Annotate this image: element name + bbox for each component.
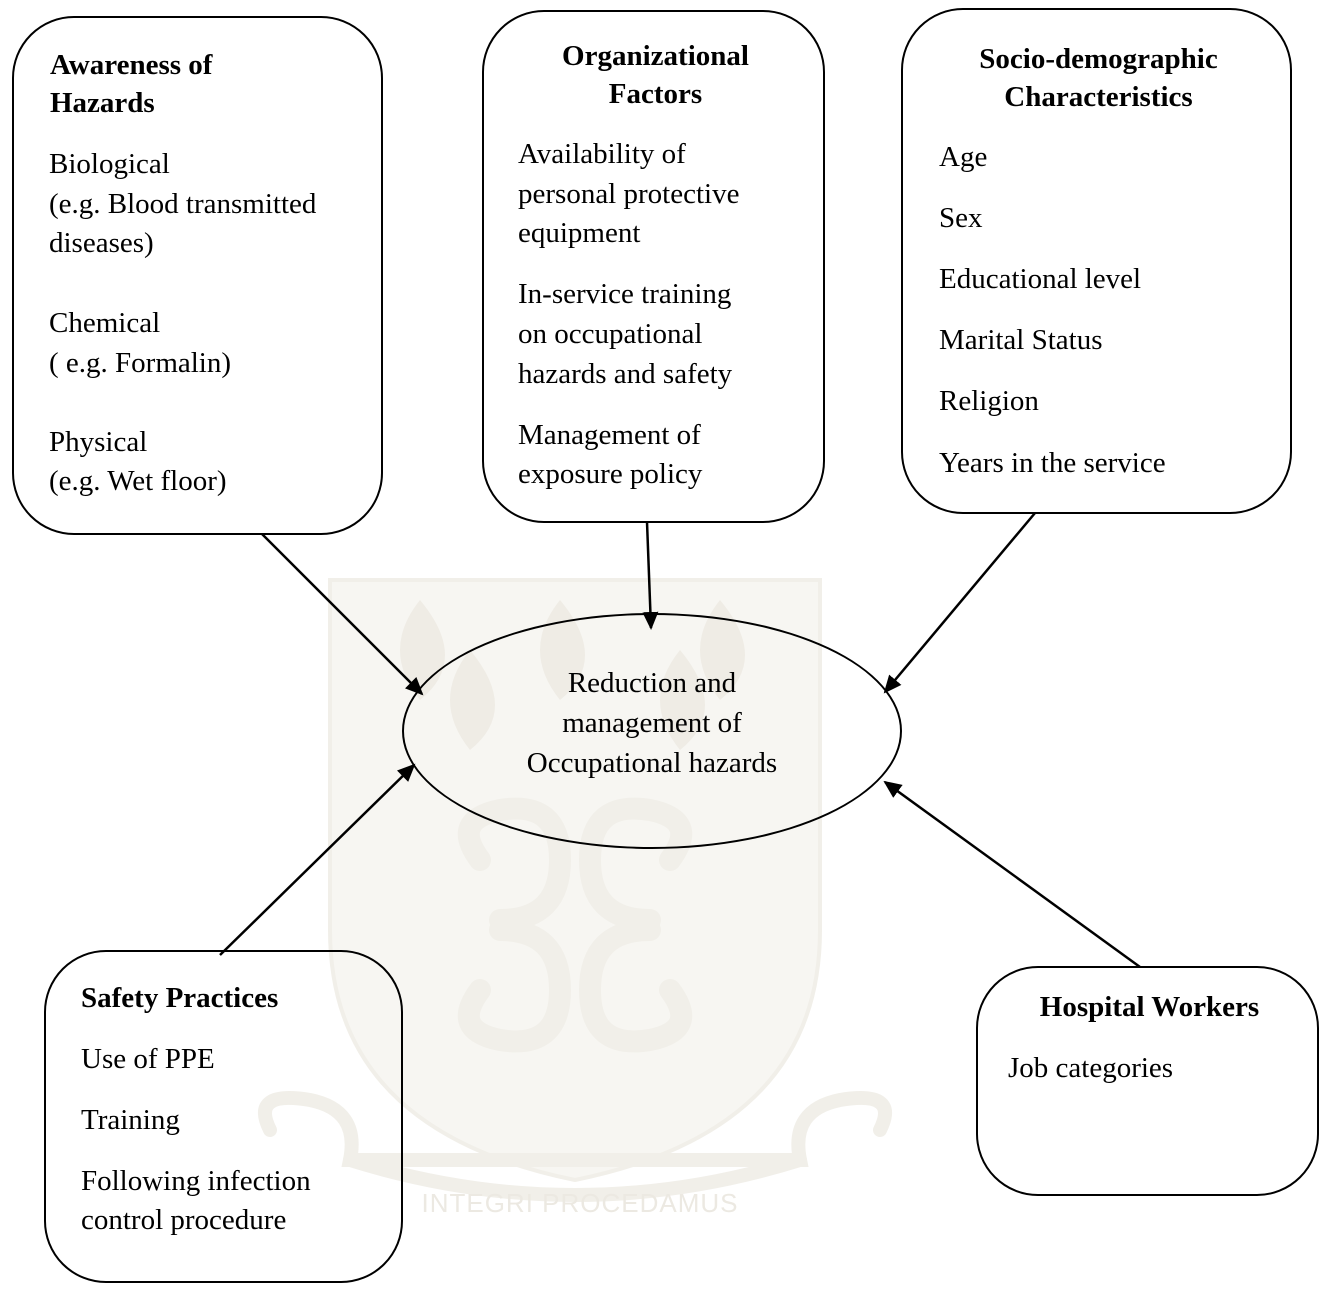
hospital-title-line-1: Hospital Workers [1039, 991, 1260, 1023]
awareness-item: diseases) [49, 227, 154, 259]
organizational-item: In-service training [518, 278, 732, 310]
safety-title-line-1: Safety Practices [81, 982, 279, 1014]
center-line-1: Reduction and [567, 667, 737, 699]
watermark-motto: INTEGRI PROCEDAMUS [421, 1188, 739, 1218]
safety-item: Use of PPE [81, 1043, 215, 1075]
arrow-sociodemographic-to-center [883, 512, 1036, 694]
sociodemographic-item: Religion [939, 385, 1039, 417]
awareness-title-line-2: Hazards [50, 87, 155, 119]
organizational-item: Availability of [518, 138, 686, 170]
organizational-item: Management of [518, 419, 701, 451]
awareness-item: Biological [49, 148, 170, 180]
sociodemographic-title-line-2: Characteristics [1004, 81, 1193, 113]
safety-item: Following infection [81, 1165, 311, 1197]
awareness-item: (e.g. Blood transmitted [49, 188, 317, 220]
organizational-item: hazards and safety [518, 358, 733, 390]
organizational-factors-box: Organizational Factors Availability of p… [482, 10, 825, 523]
awareness-title: Awareness of Hazards [50, 46, 212, 122]
awareness-item: Chemical [49, 307, 161, 339]
arrow-awareness-to-center [261, 533, 424, 696]
hospital-item: Job categories [1008, 1052, 1174, 1084]
sociodemographic-item: Marital Status [939, 324, 1103, 356]
organizational-title: Organizational Factors [484, 37, 827, 113]
center-line-3: Occupational hazards [526, 747, 778, 779]
arrow-safety-to-center [219, 763, 416, 956]
organizational-item: on occupational [518, 318, 703, 350]
arrow-hospital-to-center [883, 780, 1141, 969]
sociodemographic-item: Educational level [939, 263, 1142, 295]
socio-demographic-box: Socio-demographic Characteristics Age Se… [901, 8, 1292, 514]
center-outcome-ellipse [402, 613, 902, 849]
awareness-title-line-1: Awareness of [50, 49, 213, 81]
center-line-2: management of [562, 707, 742, 739]
sociodemographic-title: Socio-demographic Characteristics [903, 40, 1294, 116]
safety-item: Training [81, 1104, 180, 1136]
safety-practices-box: Safety Practices Use of PPE Training Fol… [44, 950, 403, 1283]
organizational-item: equipment [518, 217, 641, 249]
organizational-title-line-1: Organizational [562, 40, 749, 72]
center-outcome-text: Reduction and management of Occupational… [462, 663, 842, 783]
awareness-item: Physical [49, 426, 148, 458]
awareness-item: (e.g. Wet floor) [49, 465, 227, 497]
arrow-organizational-to-center [642, 521, 659, 630]
safety-item: control procedure [81, 1204, 287, 1236]
hospital-title: Hospital Workers [978, 988, 1321, 1026]
organizational-item: personal protective [518, 178, 740, 210]
hospital-workers-box: Hospital Workers Job categories [976, 966, 1319, 1196]
awareness-of-hazards-box: Awareness of Hazards Biological (e.g. Bl… [12, 16, 383, 535]
organizational-item: exposure policy [518, 458, 703, 490]
sociodemographic-item: Sex [939, 202, 983, 234]
sociodemographic-title-line-1: Socio-demographic [979, 43, 1218, 75]
awareness-item: ( e.g. Formalin) [49, 347, 232, 379]
organizational-title-line-2: Factors [608, 78, 703, 110]
sociodemographic-item: Years in the service [939, 447, 1166, 479]
sociodemographic-item: Age [939, 141, 988, 173]
safety-title: Safety Practices [81, 979, 278, 1017]
